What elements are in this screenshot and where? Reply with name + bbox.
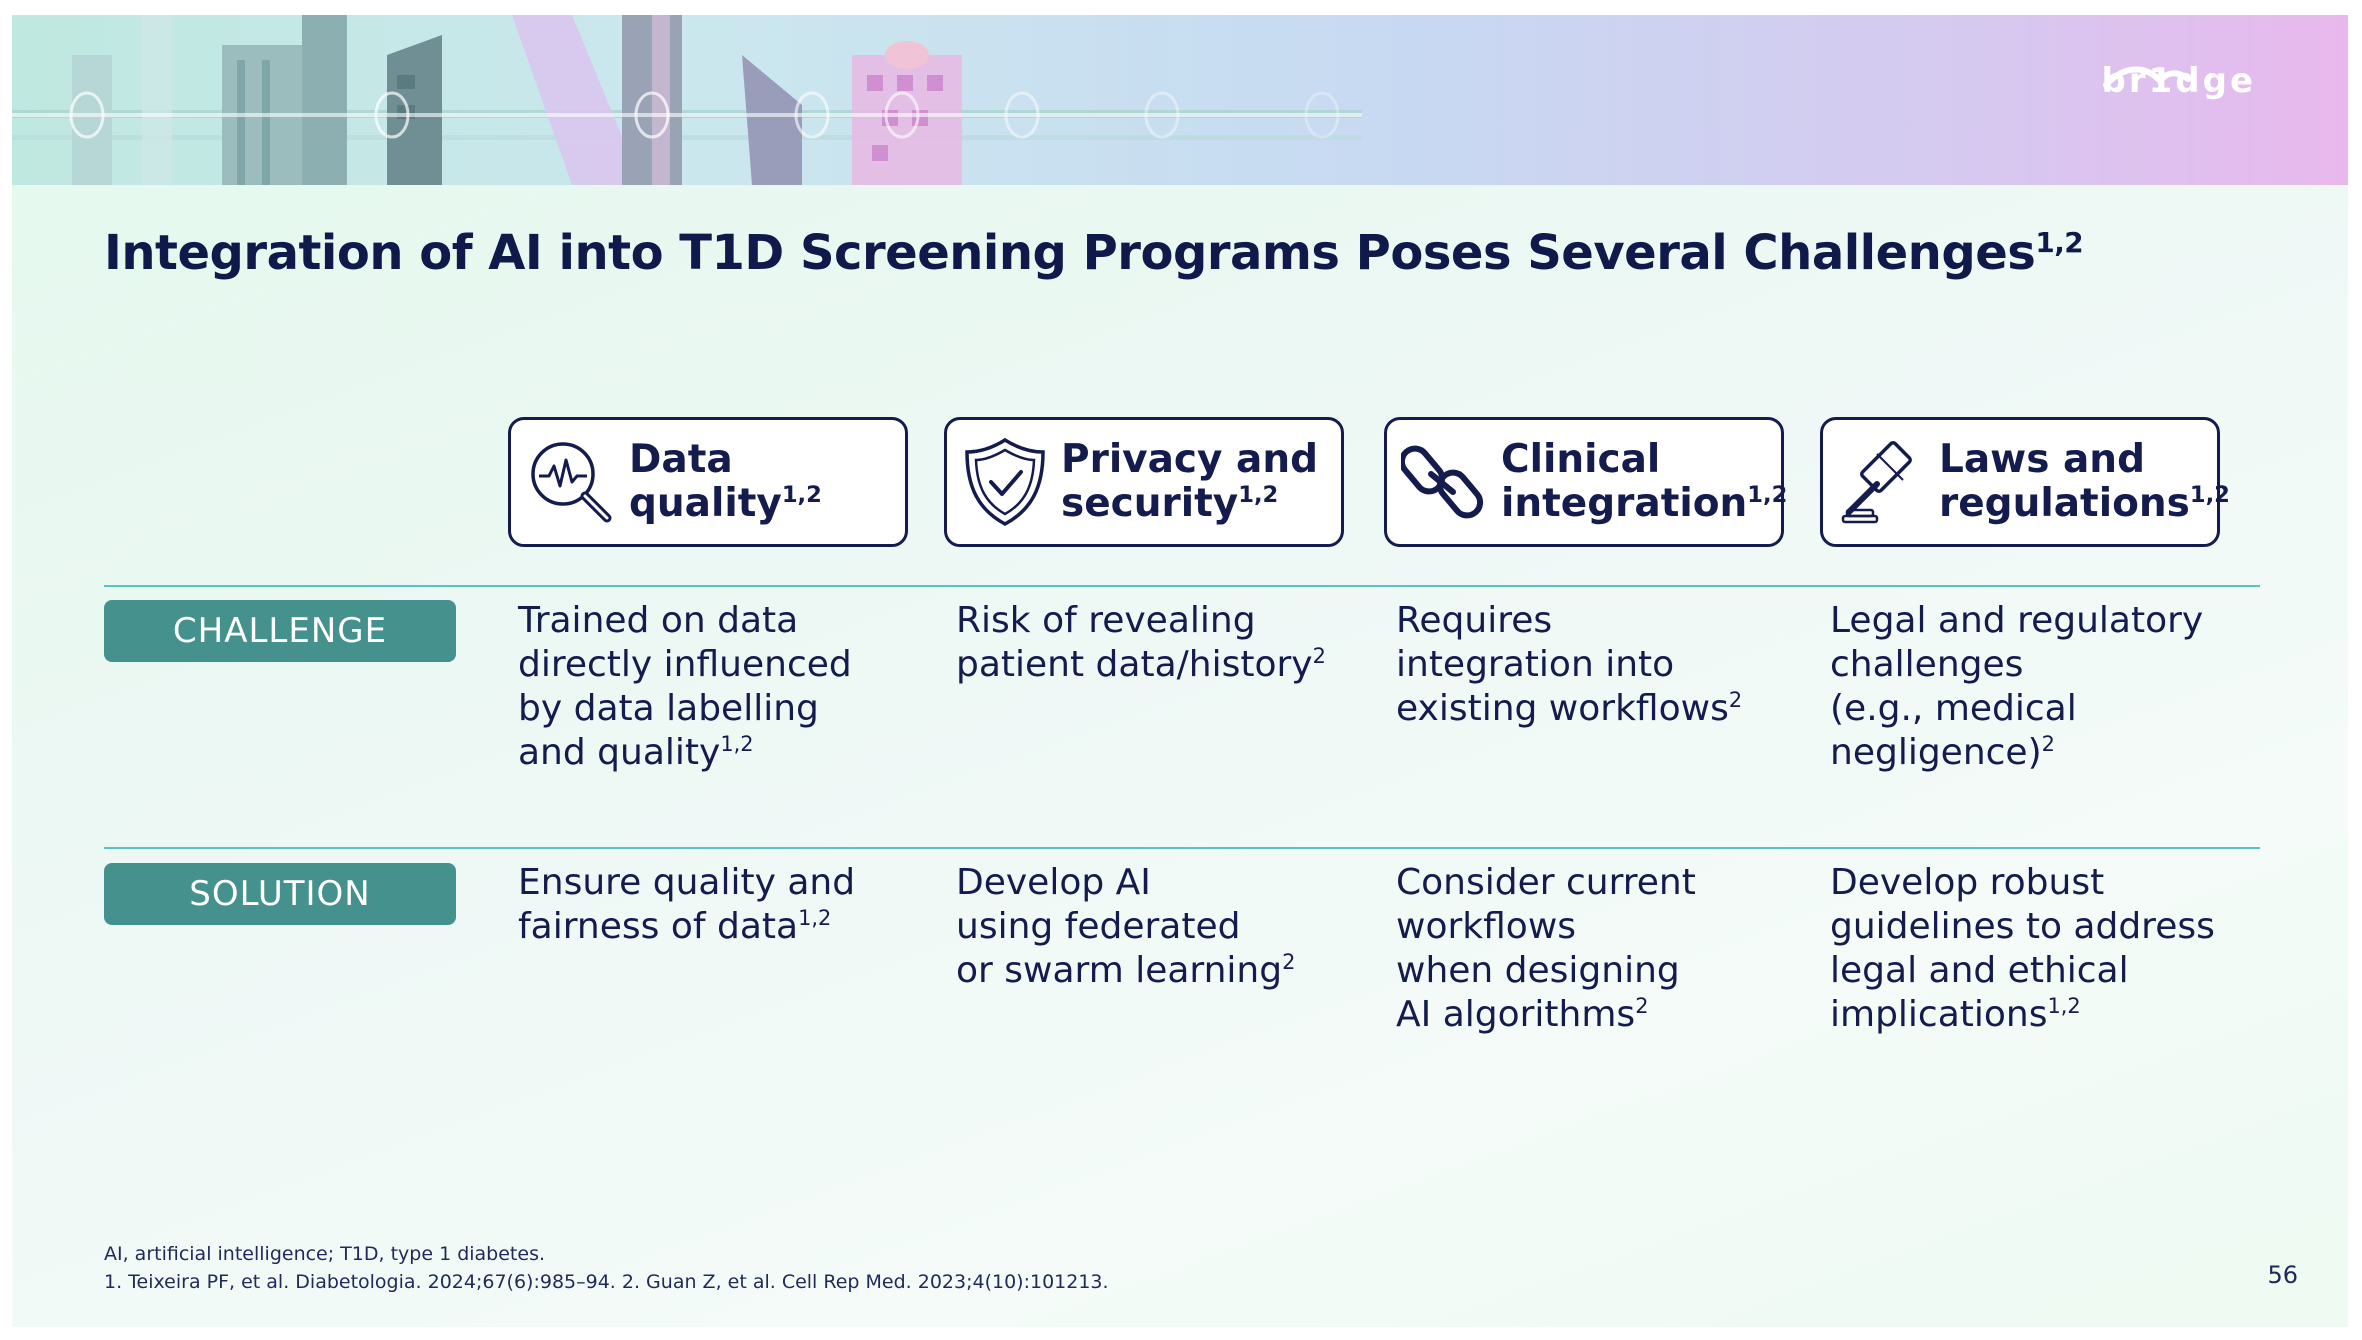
page-number: 56 <box>2267 1261 2298 1289</box>
column-header-data-quality: Data quality1,2 <box>508 417 908 547</box>
shield-check-icon <box>965 437 1045 526</box>
slide: br1dge Integration of AI into T1D Screen… <box>12 15 2348 1327</box>
wave-icon <box>2102 66 2191 88</box>
solution-cell-privacy: Develop AI using federated or swarm lear… <box>956 862 1296 991</box>
solution-cell-clinical: Consider current workflows when designin… <box>1396 862 1696 1035</box>
gavel-icon <box>1841 441 1912 524</box>
challenge-cell-clinical: Requires integration into existing workf… <box>1396 600 1743 729</box>
solution-cell-data-quality: Ensure quality and fairness of data1,2 <box>518 862 856 947</box>
footnote-abbreviations: AI, artificial intelligence; T1D, type 1… <box>104 1243 546 1265</box>
solution-cell-laws: Develop robust guidelines to address leg… <box>1830 862 2215 1035</box>
column-header-privacy-security: Privacy and security1,2 <box>944 417 1344 547</box>
column-header-clinical-integration: Clinical integration1,2 <box>1384 417 1787 547</box>
row-label-challenge: CHALLENGE <box>104 600 456 662</box>
footnote-references: 1. Teixeira PF, et al. Diabetologia. 202… <box>104 1271 1109 1293</box>
page-title: Integration of AI into T1D Screening Pro… <box>104 225 2084 281</box>
chain-link-icon <box>1401 445 1484 519</box>
header-banner: br1dge <box>12 15 2348 185</box>
divider-solution <box>104 847 2260 849</box>
column-title: Laws and <box>1939 437 2145 482</box>
challenge-cell-data-quality: Trained on data directly influenced by d… <box>518 600 852 773</box>
column-title: Privacy and <box>1061 437 1319 482</box>
divider-challenge <box>104 585 2260 587</box>
column-header-laws-regulations: Laws and regulations1,2 <box>1820 417 2230 547</box>
column-title: Clinical <box>1501 437 1661 482</box>
brand-logo: br1dge <box>2102 61 2257 101</box>
challenge-cell-laws: Legal and regulatory challenges (e.g., m… <box>1830 600 2204 773</box>
magnifier-heartbeat-icon <box>531 442 612 523</box>
city-banner-illustration <box>12 15 1362 185</box>
row-label-solution: SOLUTION <box>104 863 456 925</box>
column-title: Data <box>629 437 733 482</box>
challenge-cell-privacy: Risk of revealing patient data/history2 <box>956 600 1326 685</box>
